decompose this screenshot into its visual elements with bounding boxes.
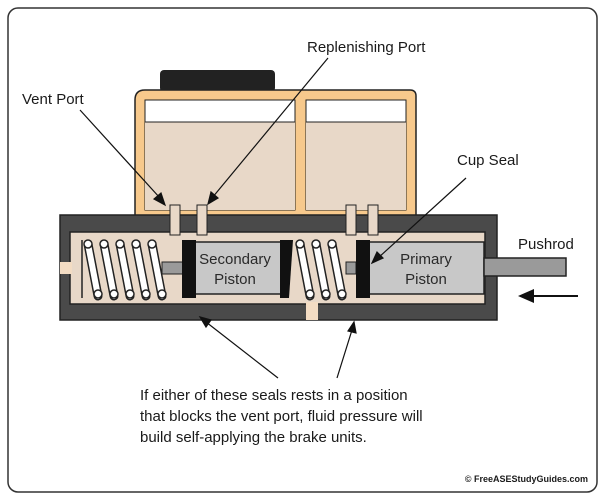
leader-lines — [79, 57, 467, 379]
push-direction-arrow — [518, 289, 578, 303]
credit-text: © FreeASEStudyGuides.com — [465, 474, 588, 484]
cup-seal-label: Cup Seal — [457, 152, 519, 169]
secondary-spring — [81, 239, 167, 301]
reservoir-cap — [160, 70, 275, 92]
secondary-cup-seal — [182, 240, 196, 298]
reservoir-fluid-left — [145, 122, 295, 210]
primary-spring — [295, 239, 347, 301]
primary-piston-label-line2: Piston — [405, 271, 447, 288]
primary-cup-seal — [356, 240, 370, 298]
caption-line-2: that blocks the vent port, fluid pressur… — [140, 408, 423, 425]
reservoir-fluid-right — [306, 122, 406, 210]
caption-line-3: build self-applying the brake units. — [140, 429, 367, 446]
pushrod-label: Pushrod — [518, 236, 574, 253]
pushrod — [483, 257, 567, 277]
secondary-piston-label-line1: Secondary — [199, 251, 271, 268]
primary-piston-stem — [345, 261, 357, 275]
secondary-rear-seal — [280, 240, 293, 298]
caption-line-1: If either of these seals rests in a posi… — [140, 387, 408, 404]
reservoir — [134, 89, 417, 219]
primary-piston-label-line1: Primary — [400, 251, 452, 268]
secondary-piston-stem — [161, 261, 185, 275]
secondary-piston-label-line2: Piston — [214, 271, 256, 288]
replenishing-port-label: Replenishing Port — [307, 39, 426, 56]
vent-port-label: Vent Port — [22, 91, 85, 108]
